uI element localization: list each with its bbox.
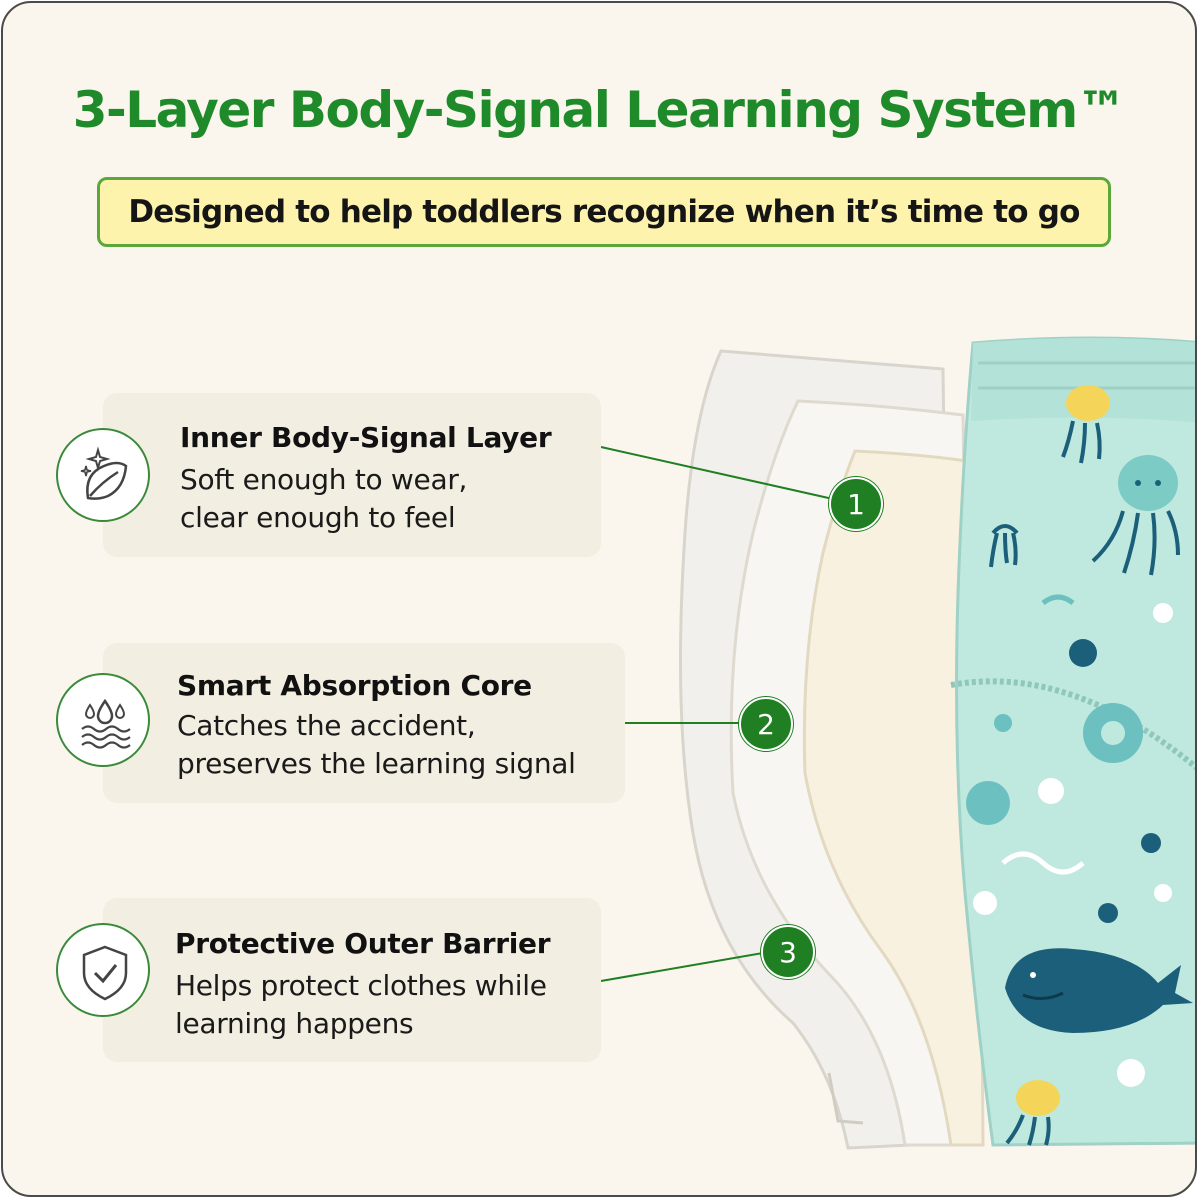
subtitle-text: Designed to help toddlers recognize when… bbox=[128, 194, 1080, 230]
layer-number-badge-3: 3 bbox=[761, 925, 815, 979]
layer-card-inner bbox=[103, 393, 601, 557]
layer-title: Inner Body-Signal Layer bbox=[180, 421, 552, 454]
layer-title: Protective Outer Barrier bbox=[175, 927, 551, 960]
layer-number-badge-1: 1 bbox=[829, 477, 883, 531]
layer-description-line: Catches the accident, bbox=[177, 709, 476, 742]
page-title: 3-Layer Body-Signal Learning System™ bbox=[72, 81, 1127, 139]
jellyfish-print bbox=[989, 524, 1019, 568]
jellyfish-print bbox=[1091, 455, 1180, 576]
layer-card-outer bbox=[103, 898, 601, 1062]
layer-description-line: preserves the learning signal bbox=[177, 747, 576, 780]
layer-description-line: clear enough to feel bbox=[180, 501, 456, 534]
whale-print bbox=[1005, 948, 1193, 1033]
water-drops-waves-icon bbox=[56, 673, 150, 767]
subtitle-banner: Designed to help toddlers recognize when… bbox=[97, 177, 1111, 247]
jellyfish-print bbox=[1005, 1080, 1060, 1146]
layer-card-core bbox=[103, 643, 625, 803]
layer-number-badge-2: 2 bbox=[739, 697, 793, 751]
layer-title: Smart Absorption Core bbox=[177, 669, 532, 702]
layer-description-line: learning happens bbox=[175, 1007, 414, 1040]
shield-check-icon bbox=[56, 923, 150, 1017]
jellyfish-print bbox=[1061, 385, 1110, 464]
layer-description-line: Helps protect clothes while bbox=[175, 969, 547, 1002]
training-pants-illustration bbox=[679, 336, 1195, 1150]
layer-description-line: Soft enough to wear, bbox=[180, 463, 468, 496]
leaf-sparkle-icon bbox=[56, 428, 150, 522]
